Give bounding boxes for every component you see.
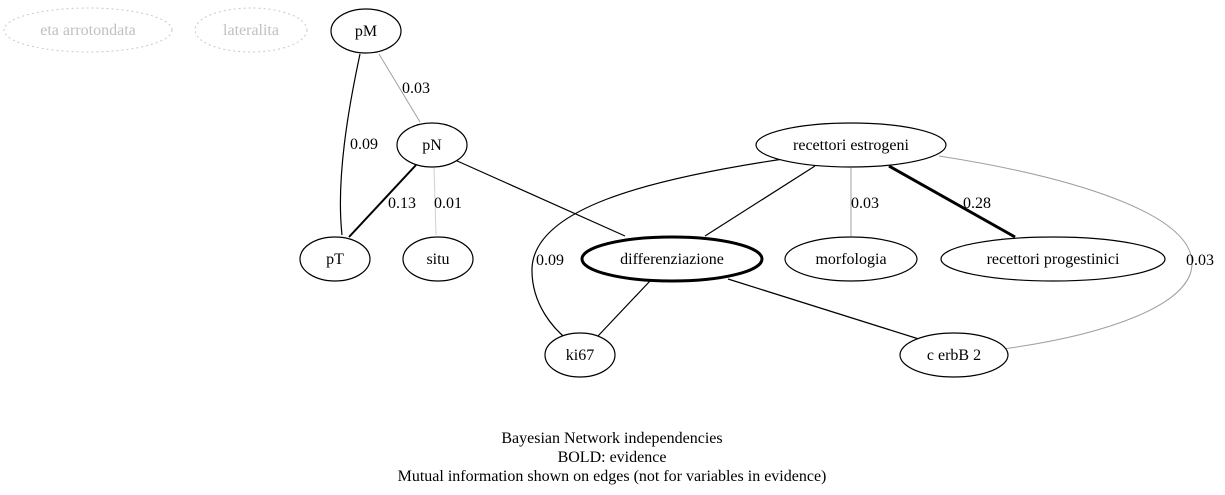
node-label-morfologia: morfologia — [815, 251, 886, 268]
node-situ: situ — [402, 236, 474, 282]
node-lateralita: lateralita — [194, 7, 308, 53]
node-label-situ: situ — [426, 251, 449, 268]
nodes: eta arrotondata lateralita pM pN pT situ… — [3, 7, 1166, 378]
edge-label-re-ki67: 0.09 — [536, 252, 564, 269]
edge-re-recettori-progestinici — [888, 164, 1016, 239]
edge-differenziazione-ki67 — [597, 280, 651, 337]
node-label-pT: pT — [326, 251, 344, 268]
node-label-ki67: ki67 — [566, 347, 594, 364]
edge-labels: 0.03 0.09 0.13 0.01 0.03 0.28 0.09 0.03 — [350, 80, 1214, 269]
edge-differenziazione-cerbB2 — [727, 278, 923, 341]
node-label-pN: pN — [422, 137, 442, 154]
node-pT: pT — [299, 236, 371, 282]
edge-label-pM-pT: 0.09 — [350, 136, 378, 153]
node-differenziazione: differenziazione — [580, 235, 764, 283]
node-label-lateralita: lateralita — [223, 22, 279, 39]
node-label-eta-arrotondata: eta arrotondata — [40, 22, 136, 39]
edge-pN-situ — [433, 166, 437, 236]
node-morfologia: morfologia — [784, 236, 918, 282]
edges — [339, 53, 1193, 350]
edge-label-pM-pN: 0.03 — [402, 80, 430, 97]
node-label-recettori-progestinici: recettori progestinici — [987, 251, 1120, 268]
node-eta-arrotondata: eta arrotondata — [3, 7, 173, 53]
edge-label-pN-situ: 0.01 — [434, 195, 462, 212]
node-ki67: ki67 — [544, 332, 616, 378]
edge-re-ki67 — [531, 157, 791, 341]
caption-line-3: Mutual information shown on edges (not f… — [398, 468, 827, 485]
node-recettori-progestinici: recettori progestinici — [940, 236, 1166, 282]
edge-label-re-cerbB2: 0.03 — [1186, 252, 1214, 269]
node-label-recettori-estrogeni: recettori estrogeni — [793, 137, 910, 154]
node-label-pM: pM — [355, 23, 377, 40]
edge-pM-pN — [378, 53, 421, 123]
node-label-c-erbB-2: c erbB 2 — [927, 347, 981, 364]
caption-line-1: Bayesian Network independencies — [501, 430, 722, 447]
edge-pN-pT — [348, 164, 417, 238]
edge-label-re-progestinici: 0.28 — [963, 195, 991, 212]
edge-pM-pT — [339, 53, 361, 236]
edge-re-cerbB2 — [938, 155, 1193, 350]
edge-re-differenziazione — [704, 165, 816, 237]
node-pM: pM — [330, 8, 402, 54]
diagram-caption: Bayesian Network independencies BOLD: ev… — [398, 430, 827, 485]
edge-pN-differenziazione — [454, 159, 626, 237]
node-pN: pN — [396, 122, 468, 168]
edge-label-re-morfologia: 0.03 — [851, 195, 879, 212]
node-c-erbB-2: c erbB 2 — [899, 332, 1009, 378]
caption-line-2: BOLD: evidence — [558, 449, 667, 466]
node-recettori-estrogeni: recettori estrogeni — [755, 122, 947, 168]
edge-label-pN-pT: 0.13 — [388, 195, 416, 212]
node-label-differenziazione: differenziazione — [620, 251, 724, 268]
